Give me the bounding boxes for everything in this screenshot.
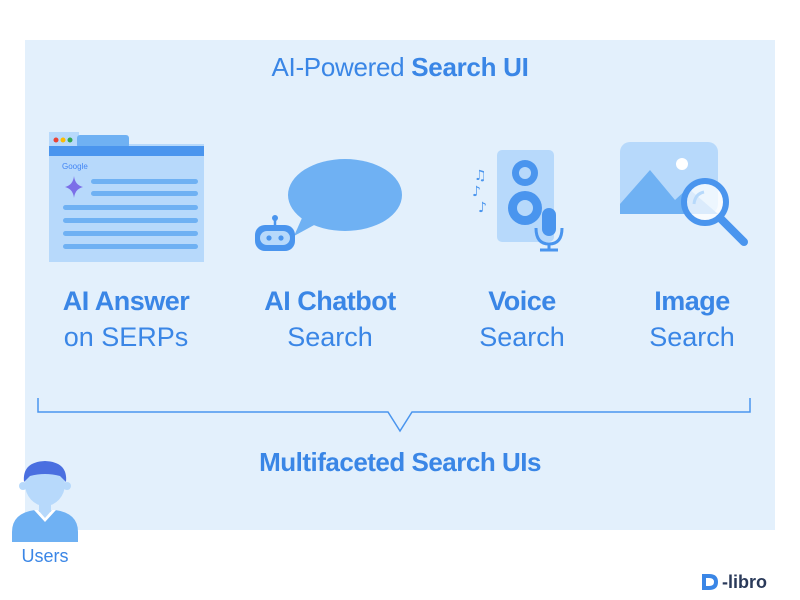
item-line2: Search [479,322,565,352]
item-line2: Search [649,322,735,352]
bottom-title: Multifaceted Search UIs [259,447,541,477]
logo-text: -libro [722,571,767,592]
music-note-icon: ♫ [474,168,487,184]
item-label-ai-answer: AI Answer on SERPs [36,283,216,355]
item-line1: AI Chatbot [264,286,396,316]
music-note-icon: ♪ [472,184,481,200]
item-label-voice: Voice Search [432,283,612,355]
voice-speaker-mic-icon: ♫ ♪ ♪ [472,150,564,252]
users-label: Users [21,546,69,566]
image-search-icon [620,142,748,246]
background-panel [25,40,775,530]
chatbot-icon [255,159,402,251]
browser-serp-icon: Google [49,132,204,262]
grouping-bracket [37,398,751,433]
title-normal: AI-Powered [271,52,412,82]
google-logo-text: Google [62,162,88,171]
d-libro-logo: -libro [700,570,767,594]
diagram-title: AI-Powered Search UI [0,52,800,83]
item-line1: Voice [488,286,556,316]
item-line1: AI Answer [62,286,190,316]
item-label-ai-chatbot: AI Chatbot Search [240,283,420,355]
item-label-image: Image Search [602,283,782,355]
user-avatar-icon [12,461,78,542]
music-note-icon: ♪ [478,200,487,216]
item-line2: Search [287,322,373,352]
item-line2: on SERPs [63,322,189,352]
item-line1: Image [654,286,730,316]
title-bold: Search UI [411,52,529,82]
d-logo-icon [702,574,718,590]
